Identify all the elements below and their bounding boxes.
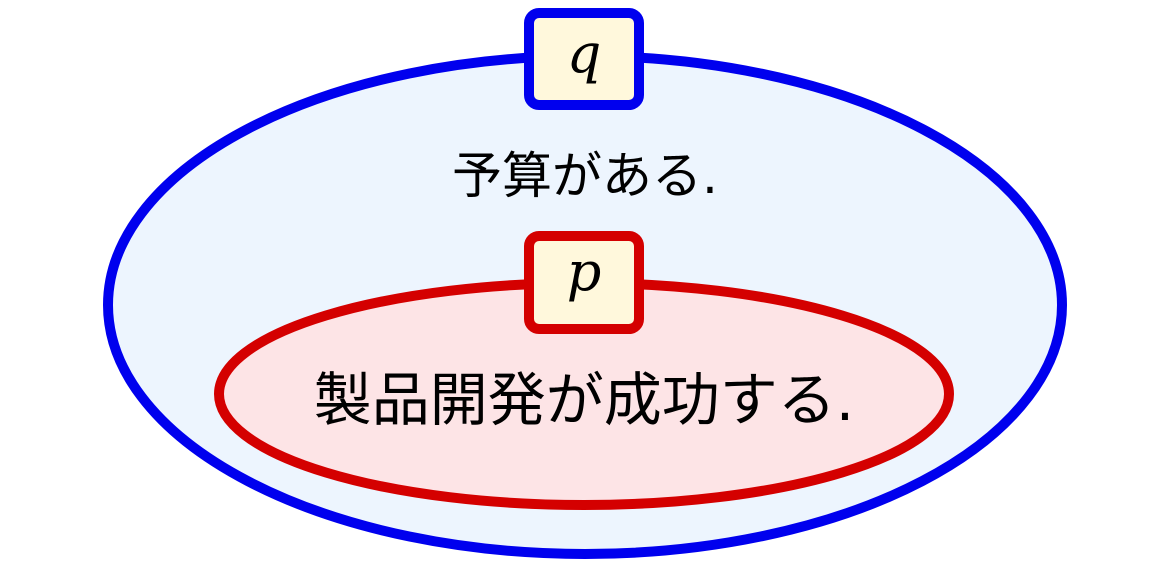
q-label: q [567,22,602,85]
inner-set-text: 製品開発が成功する. [314,366,854,434]
q-label-box: q [524,8,644,110]
outer-set-text: 予算がある. [452,147,718,205]
p-label-box: p [524,231,644,334]
p-label: p [567,240,602,303]
